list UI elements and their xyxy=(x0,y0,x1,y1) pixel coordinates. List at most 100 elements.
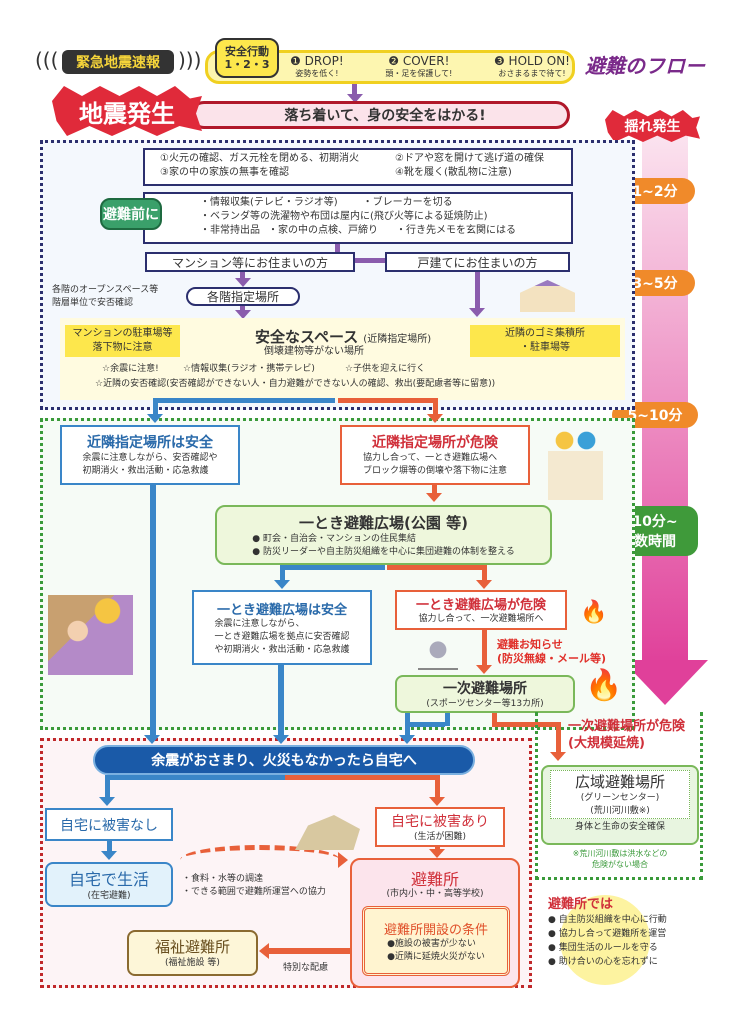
plaza-item: ● 町会・自治会・マンションの住民集結 xyxy=(252,533,416,544)
safety-steps: ❶ DROP!姿勢を低く! ❷ COVER!頭・足を保護して! ❸ HOLD O… xyxy=(290,54,570,79)
action-item: ②ドアや窓を開けて逃げ道の確保 xyxy=(395,153,544,164)
at-shelter-title: 避難所では xyxy=(548,897,614,912)
arrow-line xyxy=(107,841,112,851)
safe-note: ☆情報収集(ラジオ・携帯テレビ) xyxy=(183,364,315,374)
arrow-line xyxy=(105,775,285,780)
arrow-line xyxy=(482,630,487,665)
arrow-line xyxy=(240,306,245,312)
before-item: ・ブレーカーを切る xyxy=(362,197,453,208)
arrow-line xyxy=(352,84,357,96)
people-illustration-icon xyxy=(548,430,603,500)
arrow-line xyxy=(387,565,487,570)
before-evac-box: ・情報収集(テレビ・ラジオ等) ・ブレーカーを切る ・ベランダ等の洗濯物や布団は屋… xyxy=(143,192,573,244)
action-item: ③家の中の家族の無事を確認 xyxy=(160,167,289,178)
mansion-box: マンション等にお住まいの方 xyxy=(145,252,355,272)
live-home-notes: ・食料・水等の調達 ・できる範囲で避難所運営への協力 xyxy=(182,874,326,897)
cond-item: ●施設の被害が少ない xyxy=(387,938,476,949)
box-sub: (スポーツセンター等13カ所) xyxy=(426,698,544,709)
box-title: 自宅に被害あり xyxy=(391,813,489,830)
arrow-head xyxy=(550,752,566,761)
plaza-item: ● 防災リーダーや自主防災組織を中心に集団避難の体制を整える xyxy=(252,546,515,557)
alert-waves-icon: ((( xyxy=(35,48,59,72)
step-drop: ❶ DROP!姿勢を低く! xyxy=(290,54,344,79)
arrow-head xyxy=(429,797,445,806)
arrow-line xyxy=(475,272,480,310)
safe-title: 安全なスペース xyxy=(255,328,359,346)
arrow-line xyxy=(240,272,245,280)
quake-label: 地震発生 xyxy=(79,99,175,128)
action-item: ①火元の確認、ガス元栓を閉める、初期消火 xyxy=(160,153,359,164)
arrow-head xyxy=(426,493,442,502)
box-body: 協力し合って、一次避難場所へ xyxy=(418,614,544,624)
floor-note: 各階のオープンスペース等 階層単位で安否確認 xyxy=(52,285,159,308)
arrow-head xyxy=(429,849,445,858)
arrow-head xyxy=(259,943,269,959)
special-care-label: 特別な配慮 xyxy=(283,963,329,973)
wide-area-region xyxy=(535,712,703,880)
siren-speaker-icon xyxy=(418,640,458,670)
wide-area-box: 広域避難場所 (グリーンセンター) (荒川河川敷※) 身体と生命の安全確保 xyxy=(541,765,699,845)
timeline-shake: 揺れ発生 xyxy=(624,119,681,135)
wide-area-inner: 広域避難場所 (グリーンセンター) (荒川河川敷※) xyxy=(550,770,690,819)
first-actions-box: ①火元の確認、ガス元栓を閉める、初期消火 ②ドアや窓を開けて逃げ道の確保 ③家の中… xyxy=(143,148,573,186)
box-sub: (生活が困難) xyxy=(413,831,467,842)
arrow-line xyxy=(482,565,487,581)
at-shelter-item: ● 助け合いの心を忘れずに xyxy=(548,957,658,967)
cond-title: 避難所開設の条件 xyxy=(383,922,488,938)
quake-message-bar xyxy=(190,101,570,129)
arrow-line xyxy=(338,398,438,403)
arrow-line xyxy=(405,722,445,727)
box-body: 余震に注意しながら、 一とき避難広場を拠点に安否確認 や初期消火・救出活動・応急… xyxy=(214,618,350,655)
alert-waves-icon: ))) xyxy=(178,48,202,72)
box-title: 広域避難場所 xyxy=(574,773,665,791)
at-shelter-item: ● 自主防災組織を中心に行動 xyxy=(548,915,667,925)
box-title: 一とき避難広場が危険 xyxy=(415,598,546,613)
arrow-line xyxy=(445,713,450,726)
arrow-line xyxy=(278,665,284,735)
arrow-line xyxy=(435,775,440,797)
step-hold-on: ❸ HOLD ON!おさまるまで待て! xyxy=(494,54,570,79)
house-box: 戸建てにお住まいの方 xyxy=(385,252,570,272)
safe-space-title: 安全なスペース (近隣指定場所) xyxy=(255,326,431,347)
arrow-head xyxy=(476,580,492,589)
timeline-arrowhead xyxy=(622,660,708,705)
earthquake-alert-label: 緊急地震速報 xyxy=(62,50,174,74)
return-home-bar: 余震がおさまり、火災もなかったら自宅へ xyxy=(93,745,475,775)
action-item: ④靴を履く(散乱物に注意) xyxy=(395,167,512,178)
no-damage-box: 自宅に被害なし xyxy=(45,808,173,841)
arrow-line xyxy=(153,398,335,403)
safe-space-left: マンションの駐車場等 落下物に注意 xyxy=(65,325,180,357)
before-item: ・家の中の点検、戸締り xyxy=(268,225,378,236)
connector xyxy=(355,258,385,263)
safe-note: ☆余震に注意! xyxy=(102,364,159,374)
fire-icon: 🔥 xyxy=(580,600,608,625)
before-item: ・行き先メモを玄関にはる xyxy=(396,225,516,236)
step-number: ❸ xyxy=(493,54,505,68)
arrow-head xyxy=(399,735,415,744)
box-sub: (在宅避難) xyxy=(87,891,131,901)
at-shelter-item: ● 集団生活のルールを守る xyxy=(548,943,658,953)
safe-note: ☆近隣の安否確認(安否確認ができない人・自力避難ができない人の確認、救出(要配慮… xyxy=(95,379,496,389)
arrow-head xyxy=(235,278,251,287)
step-title: COVER! xyxy=(402,54,450,68)
primary-shelter-box: 一次避難場所 (スポーツセンター等13カ所) xyxy=(395,675,575,713)
shelter-conditions-box: 避難所開設の条件 ●施設の被害が少ない ●近隣に延焼火災がない xyxy=(362,906,510,976)
box-title: 自宅で生活 xyxy=(68,870,149,889)
dashed-arrow xyxy=(180,845,340,875)
step-cover: ❷ COVER!頭・足を保護して! xyxy=(385,54,452,79)
arrow-line xyxy=(268,948,350,954)
box-title: 福祉避難所 xyxy=(154,938,230,956)
step-number: ❶ xyxy=(290,54,301,68)
arrow-head xyxy=(427,414,443,423)
arrow-line xyxy=(492,722,560,727)
arrow-line xyxy=(556,722,561,752)
wide-area-note: ※荒川河川敷は洪水などの 危険がない場合 xyxy=(572,849,668,869)
step-number: ❷ xyxy=(388,54,399,68)
box-sub: (荒川河川敷※) xyxy=(590,806,650,816)
box-sub: (福祉施設 等) xyxy=(165,958,220,968)
before-item: ・情報収集(テレビ・ラジオ等) xyxy=(200,197,338,208)
before-item: ・ベランダ等の洗濯物や布団は屋内に(飛び火等による延焼防止) xyxy=(200,211,488,222)
safe-space-right: 近隣のゴミ集積所 ・駐車場等 xyxy=(470,325,620,357)
box-title: 一とき避難広場(公園 等) xyxy=(299,513,468,532)
arrow-line xyxy=(153,398,158,416)
